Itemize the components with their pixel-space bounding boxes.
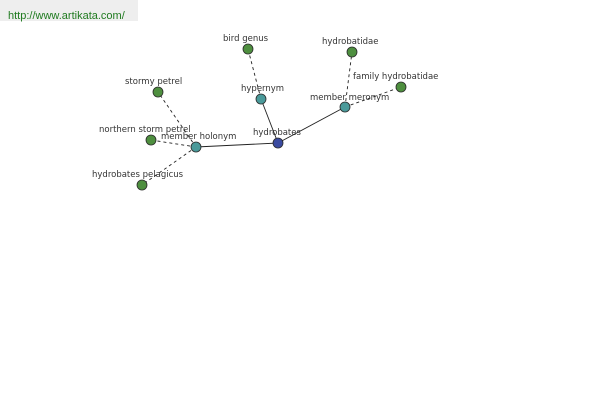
edge-hydrobates-to-hypernym — [260, 98, 279, 144]
node-hypernym[interactable] — [255, 93, 267, 105]
node-label-northern-storm-petrel[interactable]: northern storm petrel — [99, 125, 191, 135]
edge-member-holonym-to-stormy-petrel — [157, 91, 197, 148]
edge-member-meronym-to-family-hydrobatidae — [344, 86, 402, 108]
node-label-hydrobates[interactable]: hydrobates — [253, 128, 301, 138]
node-hydrobates-pelagicus[interactable] — [136, 179, 148, 191]
edge-layer — [141, 48, 402, 186]
node-label-hypernym[interactable]: hypernym — [241, 84, 284, 94]
node-layer — [136, 43, 407, 191]
label-layer: hydrobates member holonym hypernym member m… — [92, 34, 438, 180]
edge-member-holonym-to-northern-storm-petrel — [150, 139, 197, 148]
node-label-member-meronym[interactable]: member meronym — [310, 93, 389, 103]
node-member-holonym[interactable] — [190, 141, 202, 153]
node-family-hydrobatidae[interactable] — [395, 81, 407, 93]
edge-member-holonym-to-hydrobates-pelagicus — [141, 146, 197, 186]
node-northern-storm-petrel[interactable] — [145, 134, 157, 146]
edge-hydrobates-to-member-meronym — [277, 106, 346, 144]
node-label-member-holonym[interactable]: member holonym — [161, 132, 236, 142]
edge-hydrobates-to-member-holonym — [195, 142, 279, 148]
node-label-bird-genus[interactable]: bird genus — [223, 34, 269, 44]
node-label-hydrobatidae[interactable]: hydrobatidae — [322, 37, 378, 47]
node-label-stormy-petrel[interactable]: stormy petrel — [125, 77, 182, 87]
node-label-hydrobates-pelagicus[interactable]: hydrobates pelagicus — [92, 170, 184, 180]
node-bird-genus[interactable] — [242, 43, 254, 55]
node-hydrobatidae[interactable] — [346, 46, 358, 58]
url-bar: http://www.artikata.com/ — [0, 0, 138, 22]
node-label-family-hydrobatidae[interactable]: family hydrobatidae — [353, 72, 438, 82]
node-member-meronym[interactable] — [339, 101, 351, 113]
node-hydrobates[interactable] — [272, 137, 284, 149]
site-url-link[interactable]: http://www.artikata.com/ — [8, 10, 125, 22]
node-stormy-petrel[interactable] — [152, 86, 164, 98]
edge-hypernym-to-bird-genus — [247, 48, 262, 100]
